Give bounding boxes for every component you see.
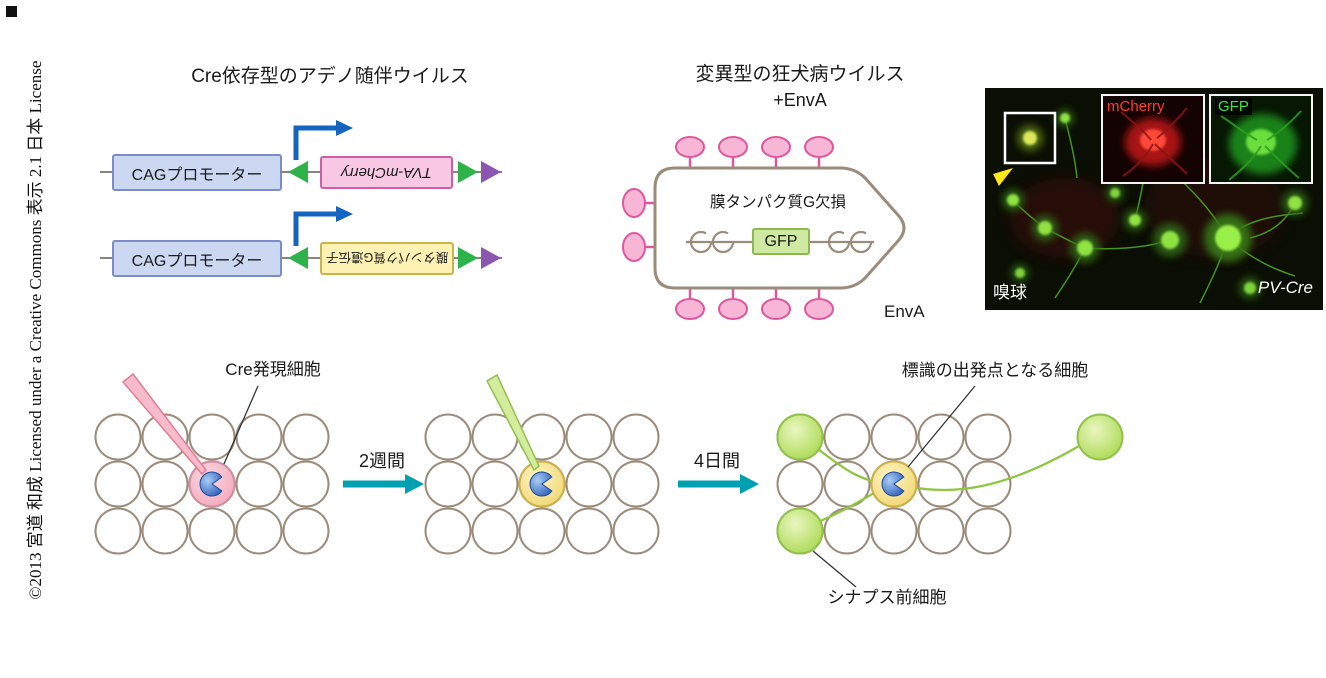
- gfp-inset-label: GFP: [1215, 98, 1252, 115]
- gfp-label: GFP: [764, 232, 798, 250]
- pipettes: [121, 372, 540, 476]
- cag-promoter-label-1: CAGプロモーター: [131, 166, 263, 184]
- lox-site-green-left-2: [288, 247, 308, 269]
- rna-coil: [686, 230, 874, 254]
- fluorescence-micrograph: mCherry GFP 嗅球 PV-Cre: [985, 88, 1323, 310]
- rabies-subtitle: +EnvA: [773, 90, 827, 110]
- step2-label: 4日間: [693, 451, 740, 471]
- colored-cells: [188, 413, 1124, 555]
- yellow-arrow-icon: [993, 168, 1013, 186]
- aav-title: Cre依存型のアデノ随伴ウイルス: [191, 66, 469, 87]
- lox-site-purple-right-2: [481, 247, 501, 269]
- g-protein-gene-label: 膜タンパク質G遺伝子: [325, 250, 449, 264]
- aav-pipette: [121, 372, 207, 476]
- cag-promoter-box-1: CAGプロモーター: [112, 154, 282, 191]
- rabies-title: 変異型の狂犬病ウイルス: [695, 64, 905, 85]
- gfp-box: GFP: [752, 228, 810, 255]
- cre-cell-label: Cre発現細胞: [225, 360, 321, 379]
- step1-label: 2週間: [358, 451, 405, 471]
- gfp-inset: GFP: [1209, 94, 1313, 184]
- cre-protein-icon: [199, 471, 223, 497]
- g-deleted-label: 膜タンパク質G欠損: [709, 194, 847, 211]
- cre-protein-icon: [529, 471, 553, 497]
- lox-site-purple-right-1: [481, 161, 501, 183]
- lox-site-green-left-1: [288, 161, 308, 183]
- presynaptic-cell-bottom-left: [776, 507, 824, 555]
- highlight-box: [1003, 111, 1057, 165]
- presynaptic-cell-top-left: [776, 413, 824, 461]
- g-protein-gene-box: 膜タンパク質G遺伝子: [320, 242, 454, 275]
- region-label: 嗅球: [993, 283, 1027, 302]
- neuron-somata: [1002, 109, 1308, 299]
- enva-label: EnvA: [884, 302, 925, 321]
- corner-mark: [6, 6, 17, 17]
- transcription-arrow-1: [293, 125, 337, 160]
- transcription-arrow-2: [293, 211, 337, 246]
- cag-promoter-label-2: CAGプロモーター: [131, 252, 263, 270]
- tva-mcherry-gene-box: TVA-mCherry: [320, 156, 453, 189]
- cre-protein-icon: [881, 471, 905, 497]
- leader-lines: [223, 385, 976, 588]
- presynaptic-cell-top-right: [1076, 413, 1124, 461]
- lox-site-green-right-2: [458, 247, 478, 269]
- step-arrows: [343, 474, 759, 494]
- rabies-pipette: [486, 373, 540, 472]
- presynaptic-cell-label: シナプス前細胞: [827, 588, 947, 607]
- mcherry-inset: mCherry: [1101, 94, 1205, 184]
- enva-spikes: [622, 136, 834, 320]
- cag-promoter-box-2: CAGプロモーター: [112, 240, 282, 277]
- lox-site-green-right-1: [458, 161, 478, 183]
- starter-cell-label: 標識の出発点となる細胞: [901, 361, 1089, 380]
- mcherry-inset-label: mCherry: [1107, 98, 1165, 115]
- tva-mcherry-label: TVA-mCherry: [341, 164, 432, 181]
- mouse-line-label: PV-Cre: [1257, 278, 1313, 297]
